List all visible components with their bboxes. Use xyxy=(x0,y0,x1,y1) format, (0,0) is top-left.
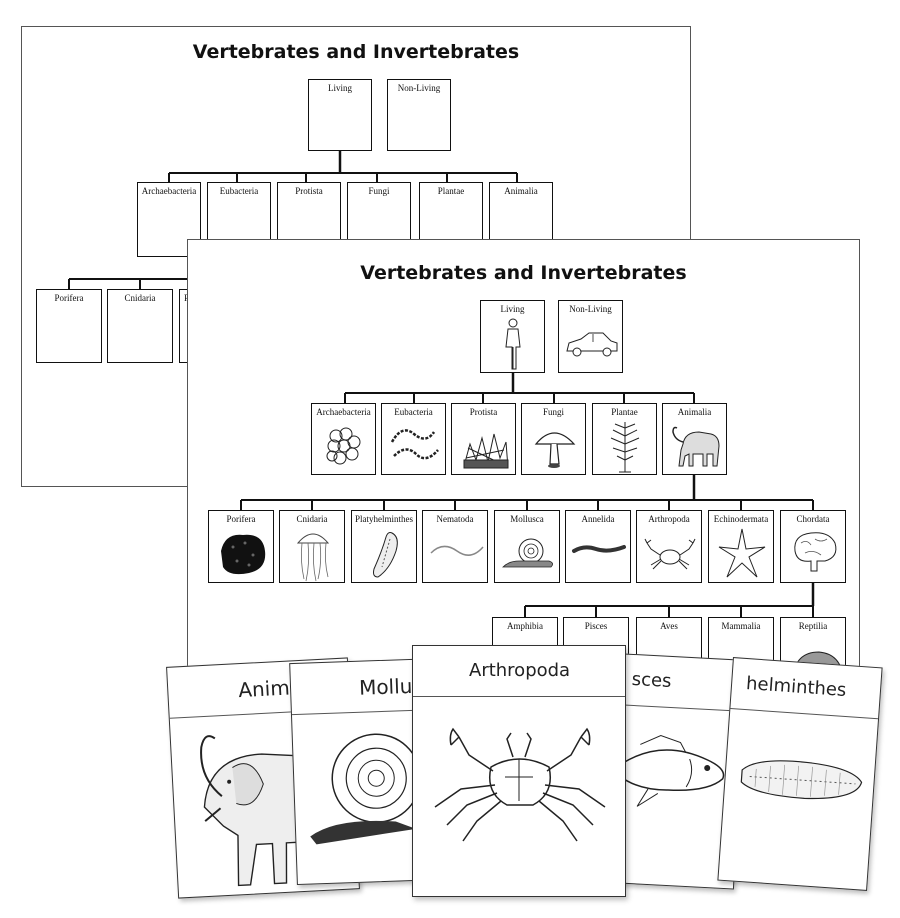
card-label: helminthes xyxy=(745,673,848,702)
sponge-icon xyxy=(221,534,266,575)
node-protista: Protista xyxy=(451,403,516,475)
roundworm-icon xyxy=(430,545,484,556)
node-living: Living xyxy=(480,300,545,373)
node-echinodermata: Echinodermata xyxy=(708,510,774,583)
front-chart-sheet: Vertebrates and Invertebrates Living xyxy=(187,239,860,679)
snail-illustration-icon xyxy=(310,733,421,845)
front-chart-connectors xyxy=(240,373,815,617)
node-chordata: Chordata xyxy=(780,510,846,583)
back-node-cnidaria: Cnidaria xyxy=(107,289,173,363)
protista-icon xyxy=(463,433,509,469)
card-label: sces xyxy=(631,668,672,692)
back-node-non-living: Non-Living xyxy=(387,79,451,151)
node-non-living: Non-Living xyxy=(558,300,623,373)
node-plantae: Plantae xyxy=(592,403,657,475)
flatworm-illustration-icon xyxy=(740,760,863,800)
node-cnidaria: Cnidaria xyxy=(279,510,345,583)
man-icon xyxy=(505,318,521,370)
car-icon xyxy=(566,332,618,357)
eubacteria-chain-icon xyxy=(390,429,439,460)
archaebacteria-cells-icon xyxy=(326,427,361,465)
back-node-living: Living xyxy=(308,79,372,151)
node-eubacteria: Eubacteria xyxy=(381,403,446,475)
back-chart-title: Vertebrates and Invertebrates xyxy=(192,41,520,63)
jellyfish-icon xyxy=(296,533,330,582)
back-node-archaebacteria: Archaebacteria xyxy=(137,182,201,257)
node-animalia: Animalia xyxy=(662,403,727,475)
elephant-icon xyxy=(672,426,720,467)
node-archaebacteria: Archaebacteria xyxy=(311,403,376,475)
node-platyhelminthes: Platyhelminthes xyxy=(351,510,417,583)
card-label: Arthropoda xyxy=(469,660,571,681)
elephant-illustration-icon xyxy=(200,735,320,887)
node-nematoda: Nematoda xyxy=(422,510,488,583)
node-fungi: Fungi xyxy=(521,403,586,475)
earthworm-icon xyxy=(572,545,626,553)
nomenclature-card-arthropoda: Arthropoda xyxy=(412,645,626,897)
flatworm-icon xyxy=(373,532,398,578)
node-porifera: Porifera xyxy=(208,510,274,583)
node-annelida: Annelida xyxy=(565,510,631,583)
node-mollusca: Mollusca xyxy=(494,510,560,583)
back-node-porifera: Porifera xyxy=(36,289,102,363)
starfish-icon xyxy=(718,528,766,578)
front-chart-title: Vertebrates and Invertebrates xyxy=(360,262,687,284)
nomenclature-card-platyhelminthes: helminthes xyxy=(717,657,883,891)
nomenclature-card-mollusca: Mollus xyxy=(289,656,475,886)
snail-icon xyxy=(502,538,553,568)
nomenclature-card-animalia: Animo xyxy=(166,657,360,899)
crab-illustration-icon xyxy=(434,727,606,842)
mushroom-icon xyxy=(534,432,576,468)
fish-illustration-icon xyxy=(617,734,725,807)
fern-icon xyxy=(610,422,640,473)
crab-icon xyxy=(644,538,696,570)
nomenclature-card-pisces: sces xyxy=(592,652,746,890)
node-arthropoda: Arthropoda xyxy=(636,510,702,583)
brain-icon xyxy=(794,532,837,572)
